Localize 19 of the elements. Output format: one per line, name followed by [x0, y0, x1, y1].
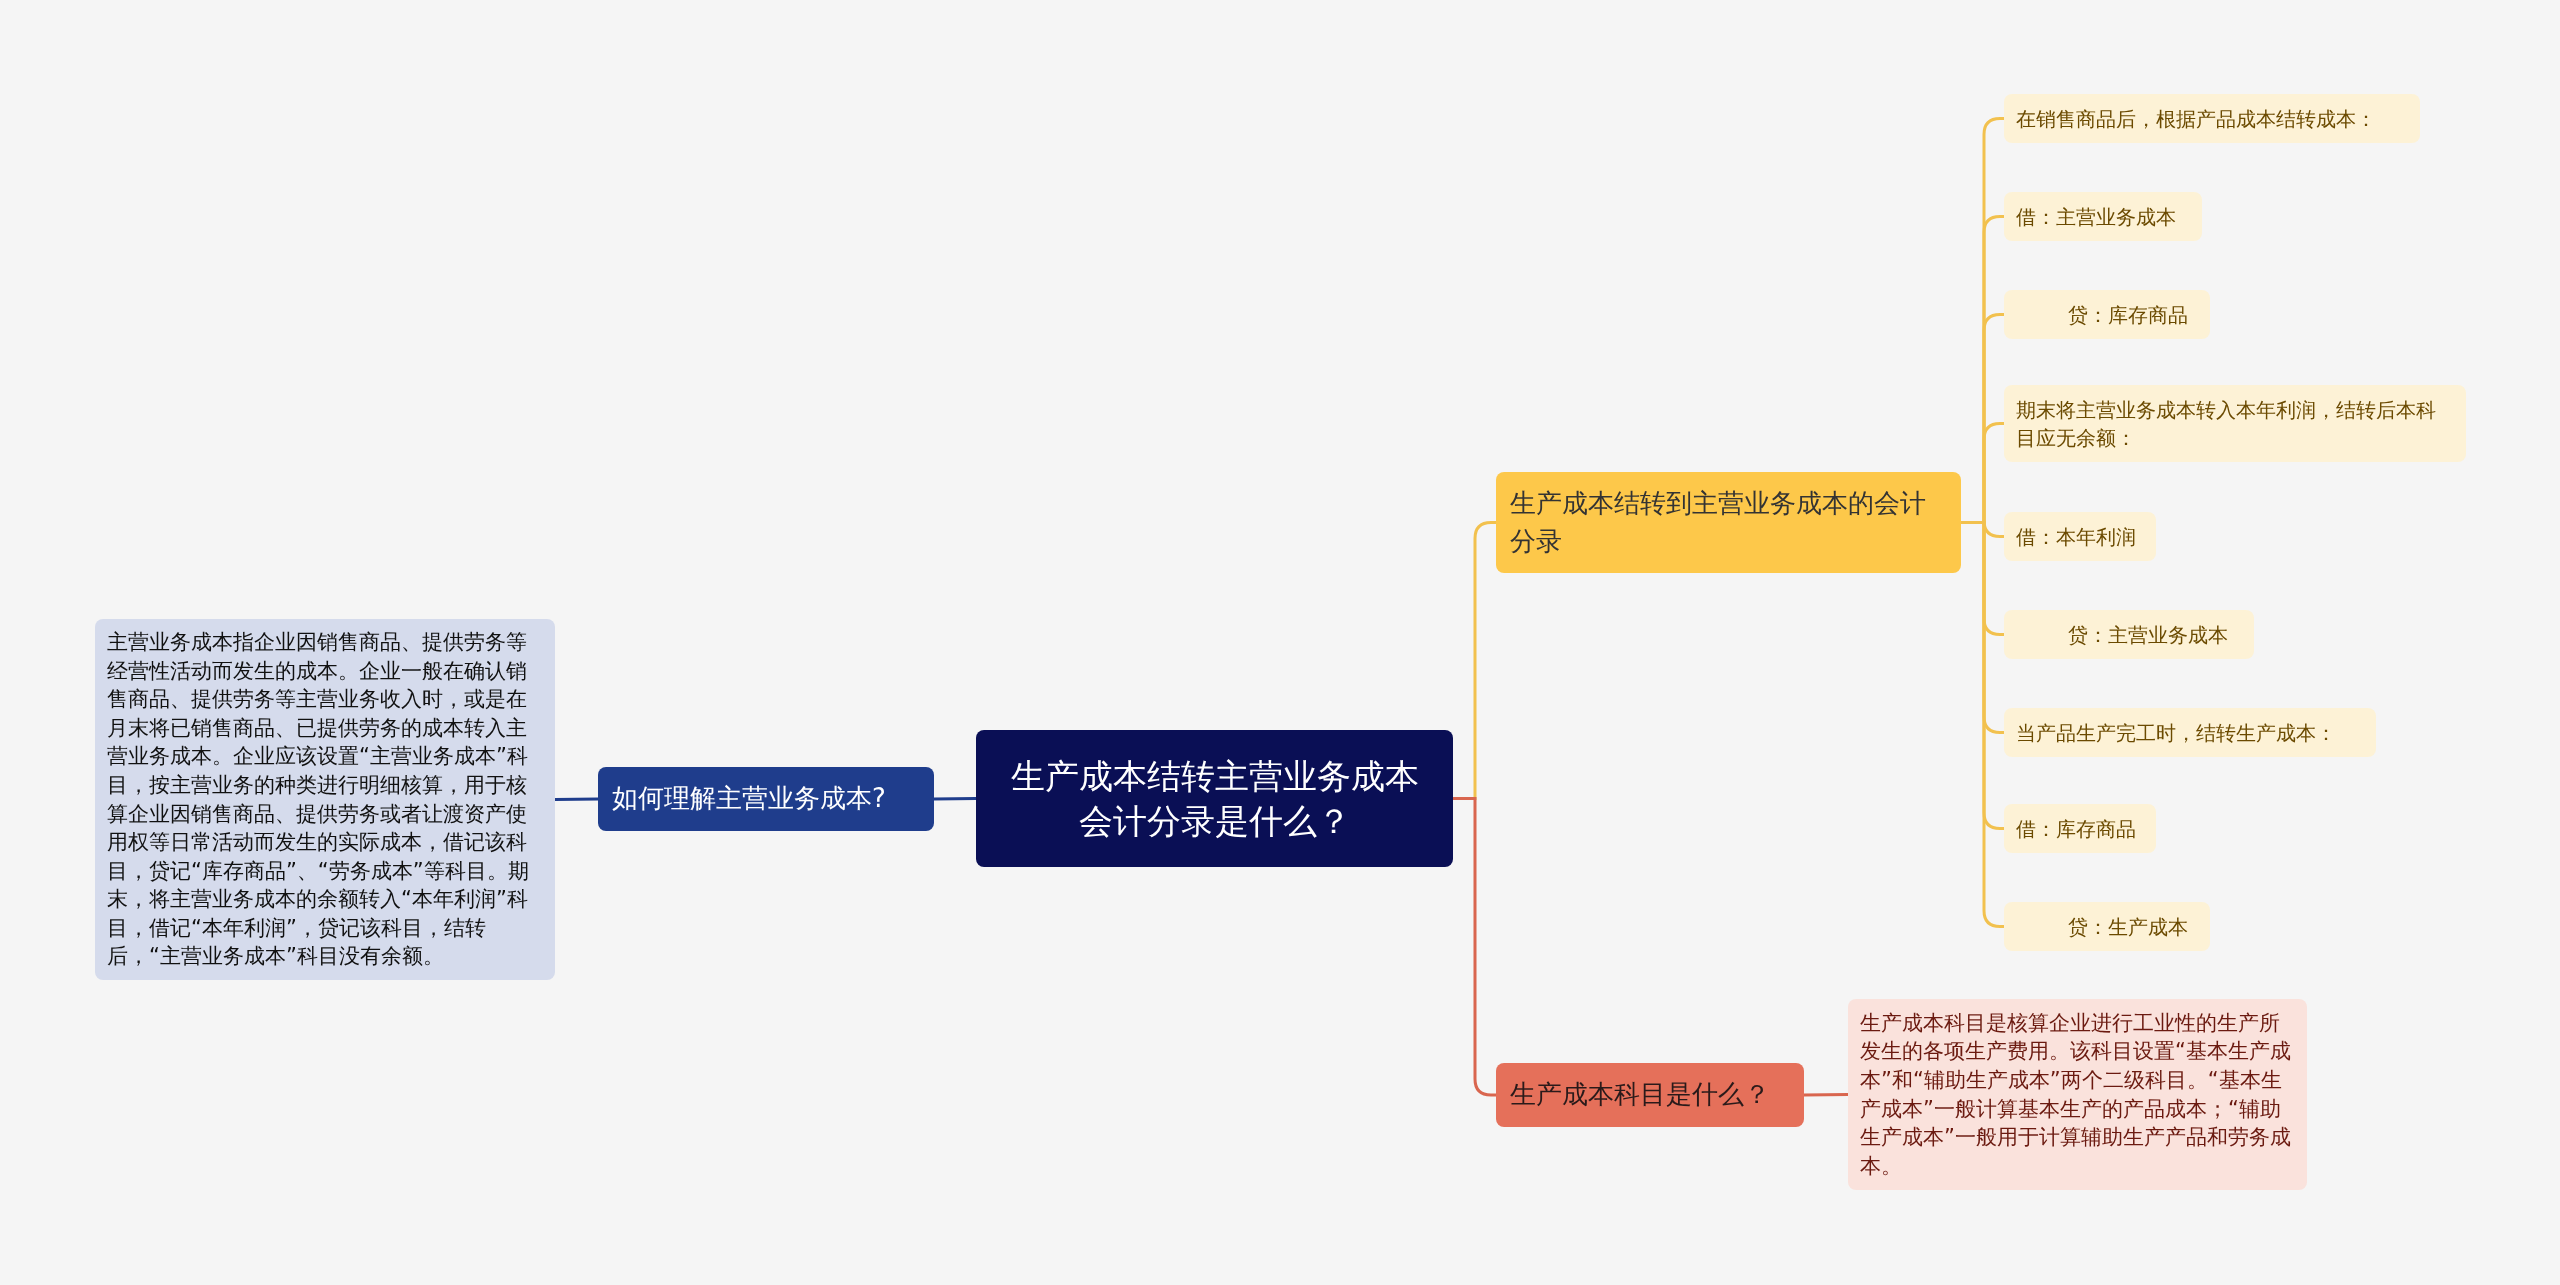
connector-line	[1804, 1093, 1848, 1097]
leaf-box: 贷：生产成本	[2004, 902, 2210, 951]
connector-line	[1961, 521, 2004, 928]
note-box: 主营业务成本指企业因销售商品、提供劳务等经营性活动而发生的成本。企业一般在确认销售商品、提供劳务等主营业务收入时，或是在月末将已销售商品、已提供劳务的成本转入主营业务成本。企业应该设置“主营业务成本”科目，按主营业务的种类进行明细核算，用于核算企业因销售商品、提供劳务或者让渡资产使用权等日常活动而发生的实际成本，借记该科目，贷记“库存商品”、“劳务成本”等科目。期末，将主营业务成本的余额转入“本年利润”科目，借记“本年利润”，贷记该科目，结转后，“主营业务成本”科目没有余额。	[95, 619, 555, 980]
leaf-box: 当产品生产完工时，结转生产成本：	[2004, 708, 2376, 757]
leaf-box: 借：本年利润	[2004, 512, 2156, 561]
leaf-box: 期末将主营业务成本转入本年利润，结转后本科目应无余额：	[2004, 385, 2466, 462]
note-box: 生产成本科目是核算企业进行工业性的生产所发生的各项生产费用。该科目设置“基本生产成本”和“辅助生产成本”两个二级科目。“基本生产成本”一般计算基本生产的产品成本；“辅助生产成本”一般用于计算辅助生产产品和劳务成本。	[1848, 999, 2307, 1190]
leaf-box: 借：库存商品	[2004, 804, 2156, 853]
leaf-box: 借：主营业务成本	[2004, 192, 2202, 241]
leaf-box: 贷：库存商品	[2004, 290, 2210, 339]
leaf-box: 贷：主营业务成本	[2004, 610, 2254, 659]
leaf-box: 在销售商品后，根据产品成本结转成本：	[2004, 94, 2420, 143]
connector-line	[555, 797, 598, 801]
branch-box: 生产成本结转到主营业务成本的会计分录	[1496, 472, 1961, 573]
topic-box: 生产成本结转主营业务成本会计分录是什么？	[976, 730, 1453, 867]
branch-box: 如何理解主营业务成本?	[598, 767, 934, 831]
branch-box: 生产成本科目是什么？	[1496, 1063, 1804, 1127]
connector-line	[934, 797, 976, 801]
